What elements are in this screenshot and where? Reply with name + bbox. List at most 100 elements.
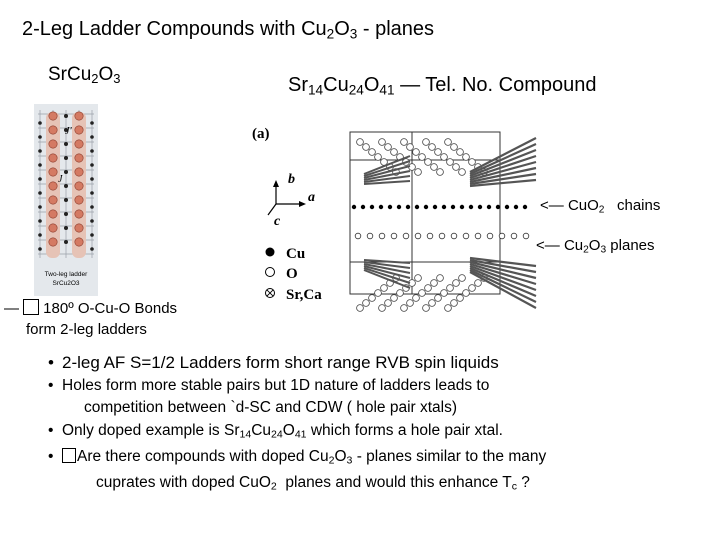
o-atom [90, 135, 94, 139]
chain-o-atom [384, 143, 392, 151]
bullet-item: •2-leg AF S=1/2 Ladders form short range… [48, 352, 708, 375]
plane-o-atom [378, 232, 386, 240]
cu-atom [74, 153, 84, 163]
o-atom [38, 247, 42, 251]
o-atom [90, 219, 94, 223]
placeholder-glyph-icon [62, 447, 76, 463]
bullet-continuation: competition between `d-SC and CDW ( hole… [84, 399, 458, 416]
cu-atom [74, 139, 84, 149]
c-axis-line [267, 203, 277, 216]
chain-o-atom [440, 289, 448, 297]
cu-atom [48, 181, 58, 191]
plane-o-atom [438, 232, 446, 240]
fan-chain [363, 180, 411, 185]
chain-o-atom [356, 304, 364, 312]
bullet-continuation: cuprates with doped CuO2 planes and woul… [96, 473, 530, 493]
chain-o-atom [378, 138, 386, 146]
chain-o-atom [462, 153, 470, 161]
chain-o-atom [396, 289, 404, 297]
fan-chain [469, 148, 537, 178]
fan-chain [469, 260, 537, 280]
chain-o-atom [444, 304, 452, 312]
jprime-label: J' [65, 126, 72, 137]
cu-atom [74, 111, 84, 121]
ladder-rungs [38, 111, 94, 258]
fan-chain [469, 262, 537, 286]
fan-chain [363, 170, 411, 181]
o-atom [90, 149, 94, 153]
o-atom [64, 184, 68, 188]
bullet-item: •Are there compounds with doped Cu2O3 - … [48, 447, 547, 467]
cu-atom [369, 204, 375, 210]
chain-o-atom [424, 284, 432, 292]
chain-o-atom [462, 289, 470, 297]
bullet-dot: • [48, 447, 54, 465]
panel-label: (a) [252, 126, 270, 142]
fan-chain [469, 256, 537, 268]
b-axis-arrowhead [273, 180, 279, 187]
fan-chain [469, 178, 537, 188]
chain-o-atom [430, 279, 438, 287]
o-atom [90, 163, 94, 167]
chain-o-atom [458, 168, 466, 176]
chain-o-atom [368, 294, 376, 302]
chain-o-atom [446, 158, 454, 166]
fan-chain [363, 165, 411, 179]
cu-atom [513, 204, 519, 210]
chain-o-atom [414, 168, 422, 176]
cu-atom [74, 209, 84, 219]
cu2o3-planes-layer [351, 204, 530, 240]
fan-chain [363, 160, 411, 177]
plane-o-atom [366, 232, 374, 240]
o-atom [64, 128, 68, 132]
plane-o-atom [390, 232, 398, 240]
a-axis-arrowhead [299, 201, 306, 207]
o-atom [90, 121, 94, 125]
cu2o3-planes-label: <— Cu2O3 planes [536, 237, 655, 256]
fan-chain [363, 155, 411, 175]
bonds-note-line2: form 2-leg ladders [26, 321, 147, 338]
axis-b-label: b [288, 172, 295, 187]
fan-chain [469, 266, 537, 298]
chain-o-atom [450, 143, 458, 151]
fan-chain [469, 258, 537, 274]
chain-o-atom [428, 299, 436, 307]
o-atom [90, 247, 94, 251]
o-atom [38, 219, 42, 223]
slide-title: 2-Leg Ladder Compounds with Cu2O3 - plan… [22, 18, 435, 42]
o-atom [38, 163, 42, 167]
chain-o-atom [368, 148, 376, 156]
o-atom [90, 191, 94, 195]
o-atom [38, 177, 42, 181]
cu-atom [48, 237, 58, 247]
cu-atom [48, 167, 58, 177]
srcu2o3-heading: SrCu2O3 [48, 64, 121, 87]
o-atom [38, 191, 42, 195]
cu-atom [522, 204, 528, 210]
o-legend-marker [265, 267, 275, 277]
chain-o-atom [456, 294, 464, 302]
fan-chain [469, 154, 537, 180]
chain-o-atom [468, 284, 476, 292]
chain-o-atom [434, 148, 442, 156]
cu-legend-label: Cu [286, 246, 305, 262]
chain-o-atom [406, 299, 414, 307]
cu-atom [477, 204, 483, 210]
chain-o-atom [414, 274, 422, 282]
o-atom [64, 240, 68, 244]
chain-o-atom [422, 304, 430, 312]
cu-atom [468, 204, 474, 210]
cu-atom [74, 223, 84, 233]
chain-o-atom [362, 143, 370, 151]
chain-o-atom [400, 138, 408, 146]
o-atom [90, 233, 94, 237]
fan-chain [363, 175, 411, 183]
chain-o-atom [356, 138, 364, 146]
fan-chain [469, 137, 537, 173]
cu-atom [48, 195, 58, 205]
o-atom [64, 114, 68, 118]
cu-atom [360, 204, 366, 210]
o-atom [38, 233, 42, 237]
j-label: J [58, 174, 63, 185]
chain-o-atom [430, 163, 438, 171]
